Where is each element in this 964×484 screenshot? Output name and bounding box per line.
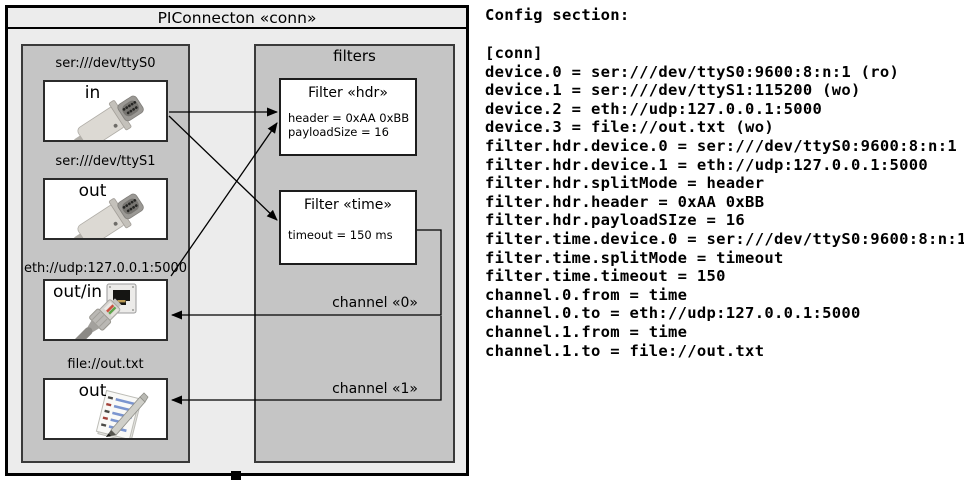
device-label-file: file://out.txt (67, 357, 144, 372)
device-label-ttys1: ser:///dev/ttyS1 (55, 154, 156, 169)
filter-time-box: Filter «time» timeout = 150 ms (279, 190, 417, 265)
filter-hdr-title: Filter «hdr» (308, 85, 388, 101)
filter-time-title: Filter «time» (304, 197, 392, 213)
config-section-text: [conn] device.0 = ser:///dev/ttyS0:9600:… (485, 44, 964, 360)
connection-diagram: PIConnecton «conn» filters ser:///dev/tt… (5, 5, 469, 480)
notepad-icon (95, 389, 149, 438)
config-section-heading: Config section: (485, 6, 630, 24)
serial-connector-icon (73, 193, 144, 238)
port-direction-label: out (78, 181, 107, 201)
device-box-file: out (43, 378, 168, 440)
diagram-title: PIConnecton «conn» (8, 8, 466, 29)
resize-handle (231, 471, 241, 480)
channel-0-label: channel «0» (332, 295, 418, 311)
filter-hdr-box: Filter «hdr» header = 0xAA 0xBB payloadS… (279, 78, 417, 156)
ethernet-cable-icon (73, 298, 122, 339)
ethernet-port-icon (106, 283, 137, 314)
port-direction-label: out/in (53, 282, 103, 302)
device-box-ttys0: in (43, 80, 168, 142)
device-box-eth: out/in (43, 279, 168, 341)
pen-icon (106, 392, 149, 437)
ethernet-connector-icon (73, 283, 137, 339)
filter-hdr-property: header = 0xAA 0xBB (288, 111, 410, 125)
device-label-eth: eth://udp:127.0.0.1:5000 (23, 261, 188, 276)
channel-1-label: channel «1» (332, 381, 418, 397)
device-label-ttys0: ser:///dev/ttyS0 (55, 56, 156, 71)
filter-time-property: timeout = 150 ms (288, 228, 393, 242)
port-direction-label: out (78, 381, 107, 401)
filter-hdr-property: payloadSize = 16 (288, 124, 389, 139)
port-direction-label: in (84, 83, 101, 103)
device-box-ttys1: out (43, 178, 168, 240)
serial-connector-icon (73, 95, 144, 140)
filters-panel-title: filters (333, 47, 376, 65)
